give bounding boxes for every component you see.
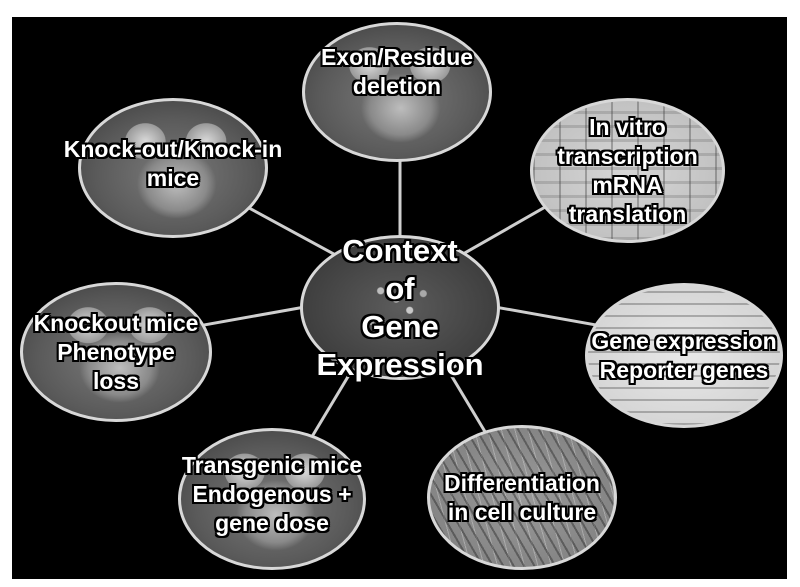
node-in-vitro-line-1: In vitro [589, 113, 666, 140]
node-knockin-line-1: Knock-out/Knock-in [63, 136, 283, 162]
center-line-2: of [385, 270, 415, 306]
node-knockout-line-3: loss [92, 367, 140, 394]
node-differentiation-line-2: in cell culture [447, 498, 597, 525]
center-label: Context of Gene Expression [316, 232, 483, 384]
node-transgenic-mice: Transgenic mice Endogenous + gene dose [178, 428, 366, 570]
node-exon-line-2: deletion [352, 73, 442, 99]
node-transgenic-line-3: gene dose [215, 509, 329, 536]
node-knockin-label: Knock-out/Knock-in mice [64, 135, 283, 193]
node-transgenic-label: Transgenic mice Endogenous + gene dose [182, 451, 362, 538]
node-gene-expression-reporter: Gene expression Reporter genes [585, 283, 783, 428]
node-reporter-line-2: Reporter genes [599, 356, 769, 383]
node-reporter-line-1: Gene expression [591, 327, 777, 354]
center-line-3: Gene [361, 308, 439, 344]
node-in-vitro-line-4: translation [568, 200, 687, 227]
node-in-vitro-transcription: In vitro transcription mRNA translation [530, 98, 725, 243]
center-node: Context of Gene Expression [300, 233, 500, 382]
node-exon-line-1: Exon/Residue [320, 44, 474, 70]
node-knockout-line-1: Knockout mice [33, 309, 199, 336]
node-differentiation-line-1: Differentiation [444, 469, 600, 496]
node-exon-residue-deletion: Exon/Residue deletion [302, 22, 492, 162]
node-in-vitro-label: In vitro transcription mRNA translation [557, 113, 698, 229]
node-transgenic-line-2: Endogenous + [192, 480, 352, 507]
node-knockout-phenotype: Knockout mice Phenotype loss [20, 282, 212, 422]
node-in-vitro-line-2: transcription [557, 142, 698, 169]
node-knockout-label: Knockout mice Phenotype loss [34, 309, 199, 396]
node-knockout-knockin: Knock-out/Knock-in mice [64, 98, 282, 238]
center-line-4: Expression [316, 346, 484, 382]
center-line-1: Context [342, 232, 458, 268]
node-transgenic-line-1: Transgenic mice [181, 451, 363, 478]
node-knockout-line-2: Phenotype [57, 338, 175, 365]
node-differentiation-cell-culture: Differentiation in cell culture [427, 425, 617, 570]
node-reporter-label: Gene expression Reporter genes [591, 327, 776, 385]
node-knockin-line-2: mice [146, 165, 200, 191]
node-exon-label: Exon/Residue deletion [321, 43, 473, 101]
node-in-vitro-line-3: mRNA [592, 171, 663, 198]
node-differentiation-label: Differentiation in cell culture [444, 469, 600, 527]
